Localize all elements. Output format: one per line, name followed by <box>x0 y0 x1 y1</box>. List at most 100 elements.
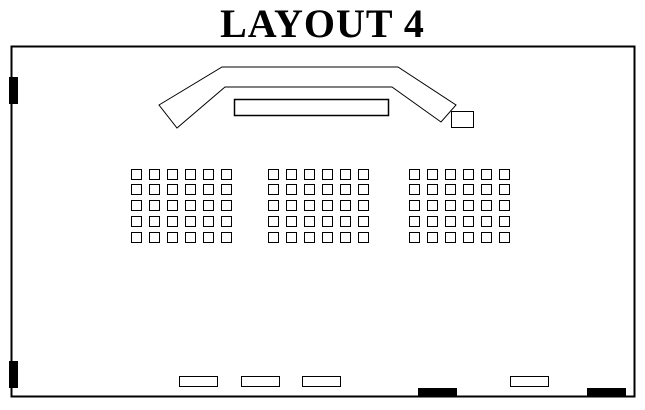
seat <box>499 169 510 180</box>
seat <box>304 184 315 195</box>
seat <box>268 169 279 180</box>
seat <box>268 216 279 227</box>
left-door-top <box>9 77 18 104</box>
seat <box>167 169 178 180</box>
seat <box>463 184 474 195</box>
seat <box>185 184 196 195</box>
seat <box>131 169 142 180</box>
seat <box>445 200 456 211</box>
seat <box>358 184 369 195</box>
seat <box>340 184 351 195</box>
table-1 <box>179 376 218 387</box>
seat <box>481 216 492 227</box>
seat <box>322 200 333 211</box>
seat <box>131 232 142 243</box>
seat <box>221 200 232 211</box>
seat <box>304 216 315 227</box>
seat <box>185 200 196 211</box>
seat <box>268 200 279 211</box>
seat <box>268 232 279 243</box>
seat <box>149 216 160 227</box>
seat <box>149 232 160 243</box>
seat <box>427 232 438 243</box>
seating-block-1 <box>131 169 232 243</box>
seat <box>167 232 178 243</box>
room-outline <box>10 45 636 398</box>
table-2 <box>241 376 280 387</box>
seat <box>481 184 492 195</box>
seat <box>203 184 214 195</box>
seat <box>481 232 492 243</box>
seat <box>203 216 214 227</box>
seat <box>445 216 456 227</box>
seat <box>340 216 351 227</box>
seat <box>340 232 351 243</box>
seat <box>185 232 196 243</box>
seat <box>340 200 351 211</box>
stage <box>158 66 457 129</box>
seat <box>221 232 232 243</box>
seat <box>358 169 369 180</box>
seat <box>286 184 297 195</box>
seat <box>149 169 160 180</box>
seat <box>167 184 178 195</box>
seat <box>322 184 333 195</box>
layout-title: LAYOUT 4 <box>220 1 425 46</box>
seat <box>203 200 214 211</box>
seat <box>445 184 456 195</box>
left-door-bottom <box>9 361 18 388</box>
seat <box>409 232 420 243</box>
bottom-door-right <box>587 388 626 397</box>
seat <box>427 184 438 195</box>
podium <box>451 111 474 128</box>
seat <box>221 216 232 227</box>
seat <box>499 216 510 227</box>
seat <box>445 232 456 243</box>
seat <box>221 169 232 180</box>
seat <box>409 216 420 227</box>
seat <box>409 169 420 180</box>
seating-area <box>131 169 510 243</box>
seat <box>203 169 214 180</box>
seating-block-2 <box>268 169 369 243</box>
seat <box>358 232 369 243</box>
seat <box>409 200 420 211</box>
seat <box>463 216 474 227</box>
seat <box>203 232 214 243</box>
stage-screen <box>233 98 390 117</box>
seat <box>463 232 474 243</box>
seat <box>268 184 279 195</box>
seat <box>149 184 160 195</box>
seat <box>322 169 333 180</box>
seat <box>131 184 142 195</box>
table-4 <box>510 376 549 387</box>
seat <box>499 232 510 243</box>
seat <box>286 169 297 180</box>
seat <box>358 216 369 227</box>
seat <box>286 200 297 211</box>
seat <box>304 200 315 211</box>
seat <box>221 184 232 195</box>
seat <box>427 200 438 211</box>
seat <box>481 169 492 180</box>
seat <box>286 232 297 243</box>
seat <box>286 216 297 227</box>
seat <box>427 216 438 227</box>
seat <box>358 200 369 211</box>
table-3 <box>302 376 341 387</box>
seat <box>304 232 315 243</box>
seat <box>499 184 510 195</box>
seat <box>322 216 333 227</box>
seat <box>149 200 160 211</box>
seat <box>427 169 438 180</box>
seat <box>185 169 196 180</box>
seat <box>481 200 492 211</box>
seat <box>304 169 315 180</box>
seat <box>322 232 333 243</box>
seat <box>409 184 420 195</box>
bottom-door-center <box>418 388 457 397</box>
seat <box>131 216 142 227</box>
seat <box>445 169 456 180</box>
seat <box>167 216 178 227</box>
